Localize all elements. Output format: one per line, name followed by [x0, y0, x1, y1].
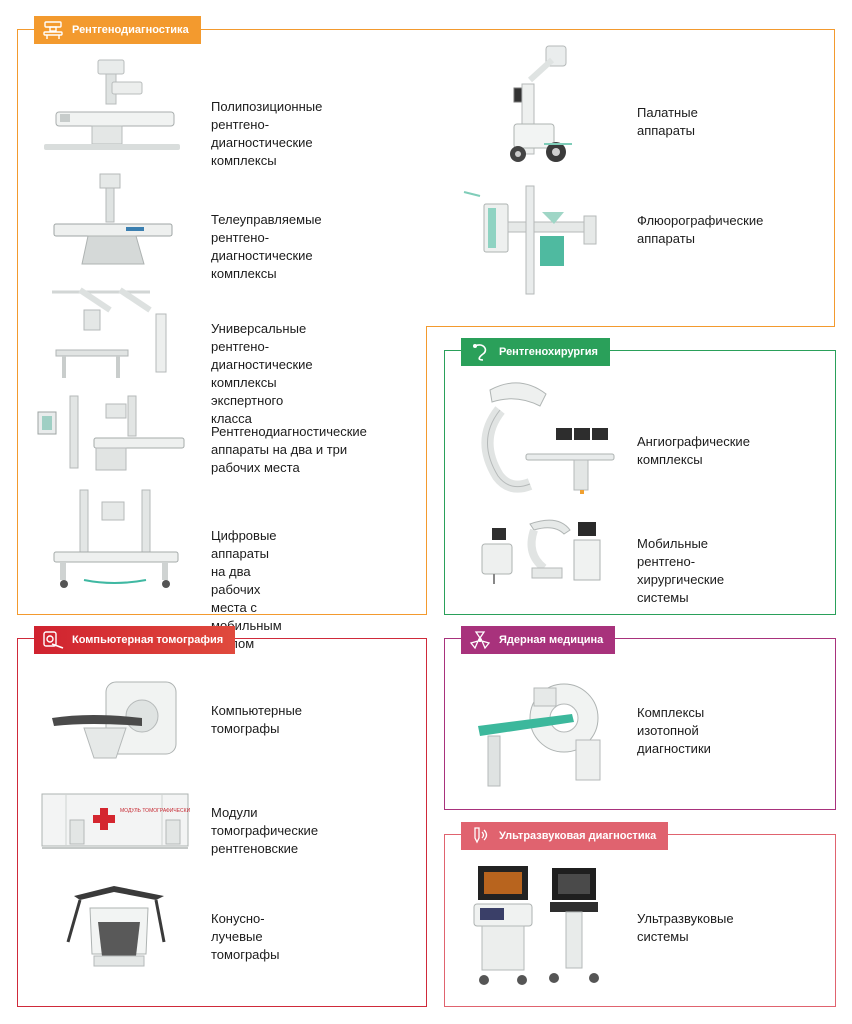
product-caption: Конусно-лучевые томографы: [211, 911, 280, 962]
isotope-diagnostics-image: [476, 670, 606, 790]
section-title-ultrasound-diagnostics[interactable]: Ультразвуковая диагностика: [461, 822, 669, 850]
section-title-label: Ядерная медицина: [499, 634, 604, 646]
ct-scanner-icon: [43, 631, 64, 649]
section-title-nuclear-medicine[interactable]: Ядерная медицина: [461, 626, 616, 654]
section-nuclear-medicine: [444, 638, 836, 810]
product-caption: Ультразвуковые системы: [637, 911, 734, 944]
product-caption: Ангиографические комплексы: [637, 434, 750, 467]
cone-beam-image: [60, 882, 180, 972]
section-title-computed-tomography[interactable]: Компьютерная томография: [34, 626, 236, 654]
surgery-icon: [473, 344, 487, 361]
section-title-label: Рентгенохирургия: [499, 346, 598, 358]
product-caption: Модули томографические рентгеновские: [211, 805, 319, 856]
section-xray-diagnostics: [17, 29, 835, 615]
ultrasound-icon: [474, 827, 488, 844]
ct-scanner-image: [50, 678, 186, 764]
section-title-label: Компьютерная томография: [72, 634, 224, 646]
angiography-image: [470, 380, 616, 500]
fluorography-image: [460, 184, 606, 298]
polypositional-xray-image: [42, 56, 182, 156]
tomography-module-image: МОДУЛЬ ТОМОГРАФИЧЕСКИЙ РЕНТГЕНОВСКИЙ: [40, 790, 190, 854]
ward-xray-image: [500, 44, 580, 170]
mobile-surgical-image: [474, 514, 614, 588]
product-caption: Мобильные рентгено- хирургические систем…: [637, 536, 725, 605]
product-caption: Полипозиционные рентгено- диагностически…: [211, 99, 323, 168]
section-title-xray-diagnostics[interactable]: Рентгенодиагностика: [34, 16, 201, 44]
section-xray-surgery: [444, 350, 836, 615]
module-label-text: МОДУЛЬ ТОМОГРАФИЧЕСКИЙ РЕНТГЕНОВСКИЙ: [120, 806, 190, 814]
product-caption: Телеуправляемые рентгено- диагностически…: [211, 212, 322, 281]
ultrasound-systems-image: [470, 864, 610, 992]
section-title-label: Рентгенодиагностика: [72, 24, 189, 36]
teleoperated-xray-image: [48, 172, 178, 272]
two-three-workplaces-image: [36, 392, 186, 478]
product-caption: Флюорографические аппараты: [637, 213, 764, 246]
section-title-label: Ультразвуковая диагностика: [499, 830, 657, 842]
xray-machine-icon: [43, 21, 63, 39]
digital-mobile-table-image: [50, 488, 182, 592]
product-caption: Комплексы изотопной диагностики: [637, 705, 711, 756]
universal-xray-image: [50, 286, 180, 382]
product-caption: Компьютерные томографы: [211, 703, 303, 736]
product-caption: Палатные аппараты: [637, 105, 698, 138]
product-caption: Универсальные рентгено- диагностические …: [211, 321, 313, 426]
product-caption: Рентгенодиагностические аппараты на два …: [211, 424, 367, 475]
radiation-icon: [469, 631, 491, 650]
section-title-xray-surgery[interactable]: Рентгенохирургия: [461, 338, 610, 366]
